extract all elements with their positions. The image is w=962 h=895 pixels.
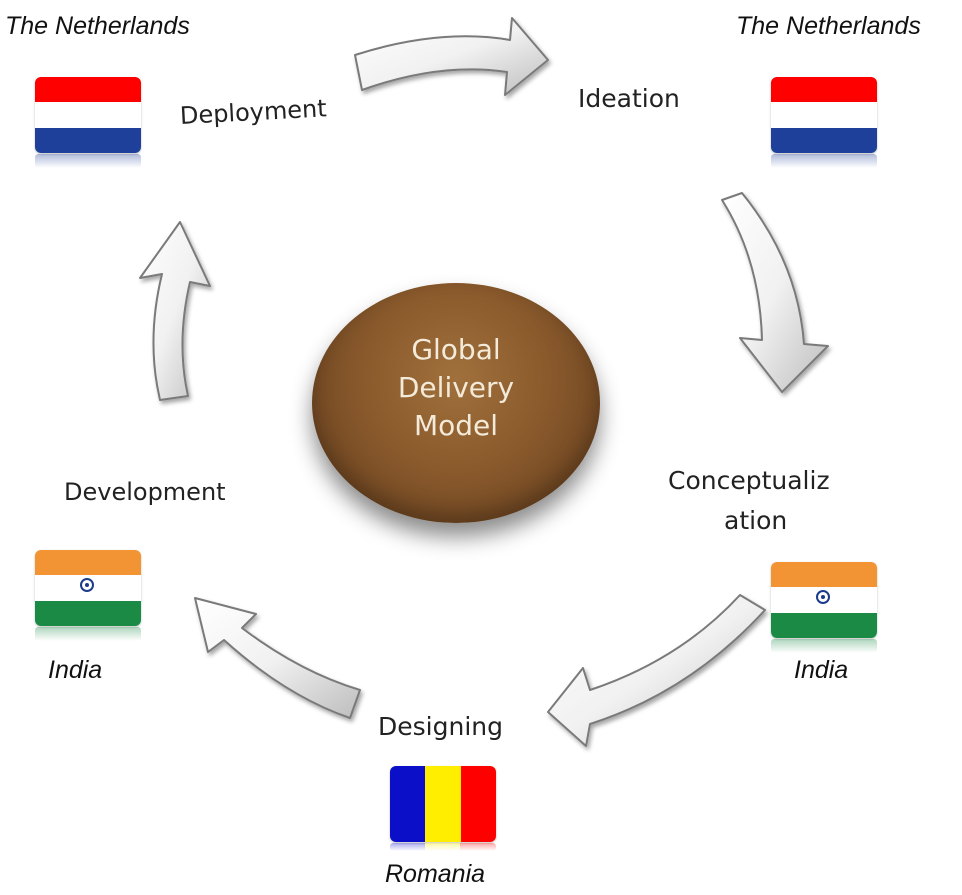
stage-designing: Designing: [378, 712, 503, 741]
curved-arrow-icon: [194, 597, 361, 719]
stage-conceptualization-line-2: ation: [724, 506, 788, 535]
flag-netherlands-icon: [771, 77, 877, 168]
curved-arrow-icon: [139, 221, 211, 401]
curved-arrow-icon: [547, 594, 766, 747]
center-line-1: Global: [411, 333, 501, 366]
stage-ideation: Ideation: [578, 84, 680, 113]
center-title: Global Delivery Model: [312, 331, 600, 445]
country-right: India: [794, 656, 849, 684]
country-left: India: [48, 656, 103, 684]
flag-netherlands-icon: [35, 77, 141, 168]
country-top-left: The Netherlands: [5, 12, 190, 40]
stage-conceptualization-line-1: Conceptualiz: [668, 466, 830, 495]
curved-arrow-icon: [721, 192, 829, 393]
stage-development: Development: [64, 478, 226, 506]
flag-india-icon: [771, 562, 877, 653]
country-bottom: Romania: [385, 860, 486, 888]
country-top-right: The Netherlands: [736, 12, 921, 40]
curved-arrow-icon: [354, 17, 549, 96]
flag-romania-icon: [390, 766, 496, 851]
center-line-3: Model: [413, 409, 499, 442]
flag-india-icon: [35, 550, 141, 641]
center-line-2: Delivery: [397, 371, 515, 404]
center-circle: Global Delivery Model: [312, 283, 600, 523]
